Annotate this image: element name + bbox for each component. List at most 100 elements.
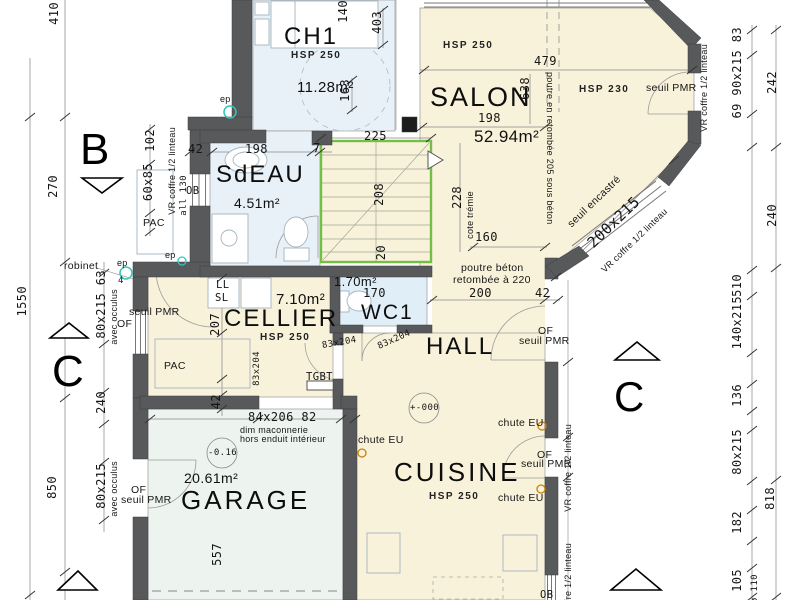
section-c-right-triangle [612, 340, 662, 361]
dim-240-right: 240 [765, 204, 779, 227]
of-hall: OF [538, 325, 554, 337]
of-cuisine: OF [537, 449, 553, 461]
cellier-area: 7.10m² [276, 291, 326, 308]
sdeau-sink [224, 146, 268, 174]
garage-level-circle [206, 437, 238, 469]
window-60x85-label: 60x85 [141, 163, 155, 202]
section-c-left-triangle [47, 321, 91, 339]
dim-242: 242 [765, 71, 779, 94]
dim-200: 200 [469, 286, 492, 300]
window-80x215-63-label: 80x215 63 [94, 270, 108, 339]
vr-linteau-left: VR coffre 1/2 linteau [167, 127, 177, 215]
window-90x215-label: 69 90x215 83 [730, 27, 744, 119]
section-c-right-label: C [614, 373, 645, 420]
garage-note-2: hors enduit intérieur [240, 434, 326, 444]
dim-850: 850 [45, 476, 59, 499]
window-cellier-west [135, 311, 146, 354]
chute-eu-circle [537, 421, 547, 431]
fixtures [136, 0, 538, 574]
sdeau-area: 4.51m² [234, 195, 280, 211]
window-cuisine-ob [547, 575, 556, 600]
stair-cut-line [322, 142, 430, 261]
dim-410: 410 [47, 2, 61, 25]
dim-403: 403 [370, 11, 384, 34]
avec-occulus-b: avec occulus [109, 461, 119, 517]
pac-closet [154, 338, 251, 389]
seuil-pmr-cuisine: seuil PMR [521, 458, 572, 470]
cuisine-hsp: HSP 250 [429, 491, 480, 502]
dimension-lines [29, 0, 777, 600]
hall-level: +-000 [410, 403, 440, 413]
ep-circle [223, 105, 237, 119]
dim-638: 638 [518, 77, 532, 100]
room-name-wc1: WC1 [361, 301, 414, 324]
window-salon-top [424, 2, 652, 8]
salon-hsp-entry: HSP 230 [579, 84, 630, 95]
room-name-hall: HALL [426, 333, 495, 360]
wc1-area: 1.70m² [334, 274, 377, 289]
poutre-beton-1: poutre béton [461, 262, 524, 274]
dim-102: 102 [143, 129, 157, 152]
stair-outline [319, 139, 433, 264]
window-80x215-right-label: 80x215 [730, 429, 744, 475]
room-name-ch1: CH1 [284, 23, 339, 50]
ch1-area: 11.28m² [297, 79, 354, 96]
room-name-cellier: CELLIER [224, 305, 339, 332]
room-name-sdeau: SdEAU [216, 161, 305, 188]
room-name-cuisine: CUISINE [394, 457, 521, 487]
dim-818: 818 [763, 487, 777, 510]
dim-1550: 1550 [15, 286, 29, 317]
windows [135, 2, 667, 600]
cuisine-door-arc [502, 435, 546, 479]
dim-207: 207 [208, 313, 222, 336]
bay-wall [643, 0, 702, 50]
nightstand [254, 18, 270, 46]
cellier-hsp: HSP 250 [260, 332, 311, 343]
dim-557: 557 [210, 543, 224, 566]
poutre-beton-2: retombée à 220 [453, 274, 531, 286]
dim-163: 163 [338, 79, 352, 102]
service-points [119, 105, 547, 494]
dim-198-salon: 198 [478, 111, 501, 125]
room-cellier-fill [147, 275, 334, 398]
room-name-salon: SALON [430, 82, 532, 112]
room-garage-fill [147, 408, 344, 600]
dimension-ticks [24, 5, 782, 600]
hall-door-arc [490, 305, 546, 361]
hall-level-circle [408, 392, 440, 424]
dim-270: 270 [46, 175, 60, 198]
window-80x215-garage-label: 80x215 [94, 463, 108, 509]
room-hall-cuisine-fill [342, 332, 546, 600]
cellier-door-label: 83x204 [252, 351, 262, 386]
dim-136: 136 [730, 384, 744, 407]
section-triangle-bottom-right [608, 567, 664, 591]
cuisine-appliance-dashed [432, 576, 504, 600]
of-garage: OF [131, 484, 147, 496]
vr-linteau-right: VR coffre 1/2 linteau [699, 44, 709, 132]
dim-42-hall: 42 [535, 286, 551, 300]
salon-hsp: HSP 250 [443, 40, 494, 51]
section-c-left-label: C [52, 347, 85, 396]
ep-circle [119, 266, 133, 280]
dim-182: 182 [730, 511, 744, 534]
garage-note-1: dim maconnerie [240, 425, 309, 435]
window-140x215-label: 140x215 [730, 296, 744, 350]
cote-tremie: cote trémie [465, 191, 475, 239]
room-fills [147, 0, 695, 600]
vr-linteau-cuisine-a: VR coffre 1/2 linteau [563, 424, 573, 512]
room-hall-upper-fill [432, 262, 545, 337]
seuil-pmr-entry: seuil PMR [646, 82, 697, 94]
vr-linteau-cuisine-b: VR coffre 1/2 linteau [563, 543, 573, 600]
dim-140: 140 [336, 0, 350, 23]
washing-machine [207, 277, 240, 309]
seuil-pmr-garage: seuil PMR [121, 494, 172, 506]
garage-door-label: 84x206 82 [248, 410, 317, 424]
bay-wall [657, 140, 702, 187]
salon-area: 52.94m² [474, 127, 540, 146]
dim-225: 225 [364, 129, 387, 143]
nightstand [254, 1, 270, 16]
ep-label-a: ep [220, 94, 231, 104]
sdeau-toilet [283, 216, 309, 248]
